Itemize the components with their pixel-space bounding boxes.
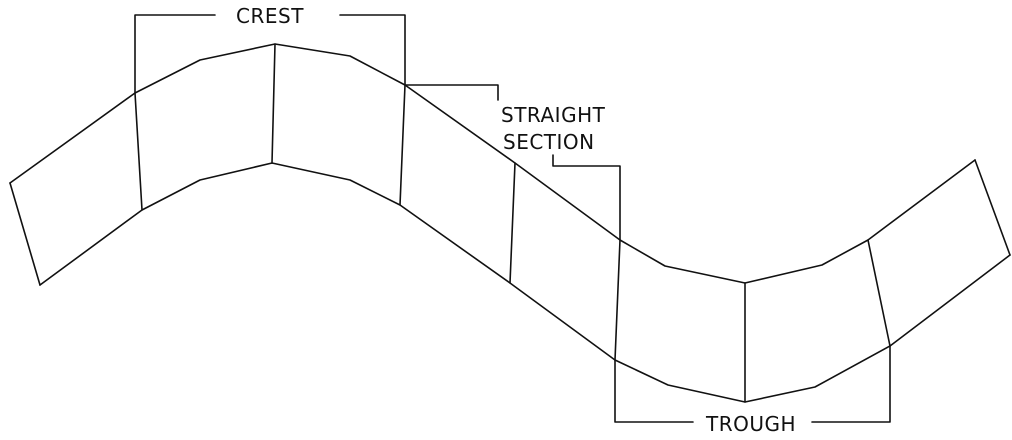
divider — [509, 162, 516, 284]
straight-section-bracket-bottom — [552, 154, 621, 241]
band-left-end — [9, 182, 41, 286]
band-right-end — [974, 159, 1011, 256]
divider — [399, 84, 406, 206]
straight-section-bracket-top — [404, 84, 499, 101]
section-dividers — [134, 43, 891, 403]
crest-bracket-left — [134, 14, 216, 94]
trough-bracket-right — [811, 345, 891, 423]
divider — [867, 239, 891, 347]
crest-bracket-right — [339, 14, 406, 86]
straight-section-label-line2: SECTION — [503, 130, 595, 154]
divider — [134, 92, 143, 211]
crest-label: CREST — [236, 4, 304, 28]
band-upper-edge — [9, 43, 976, 284]
divider — [614, 239, 621, 361]
straight-section-label-line1: STRAIGHT — [501, 103, 606, 127]
band-lower-edge — [39, 162, 1011, 403]
divider — [271, 43, 276, 164]
trough-label: TROUGH — [705, 412, 796, 436]
trough-bracket-left — [614, 359, 694, 423]
